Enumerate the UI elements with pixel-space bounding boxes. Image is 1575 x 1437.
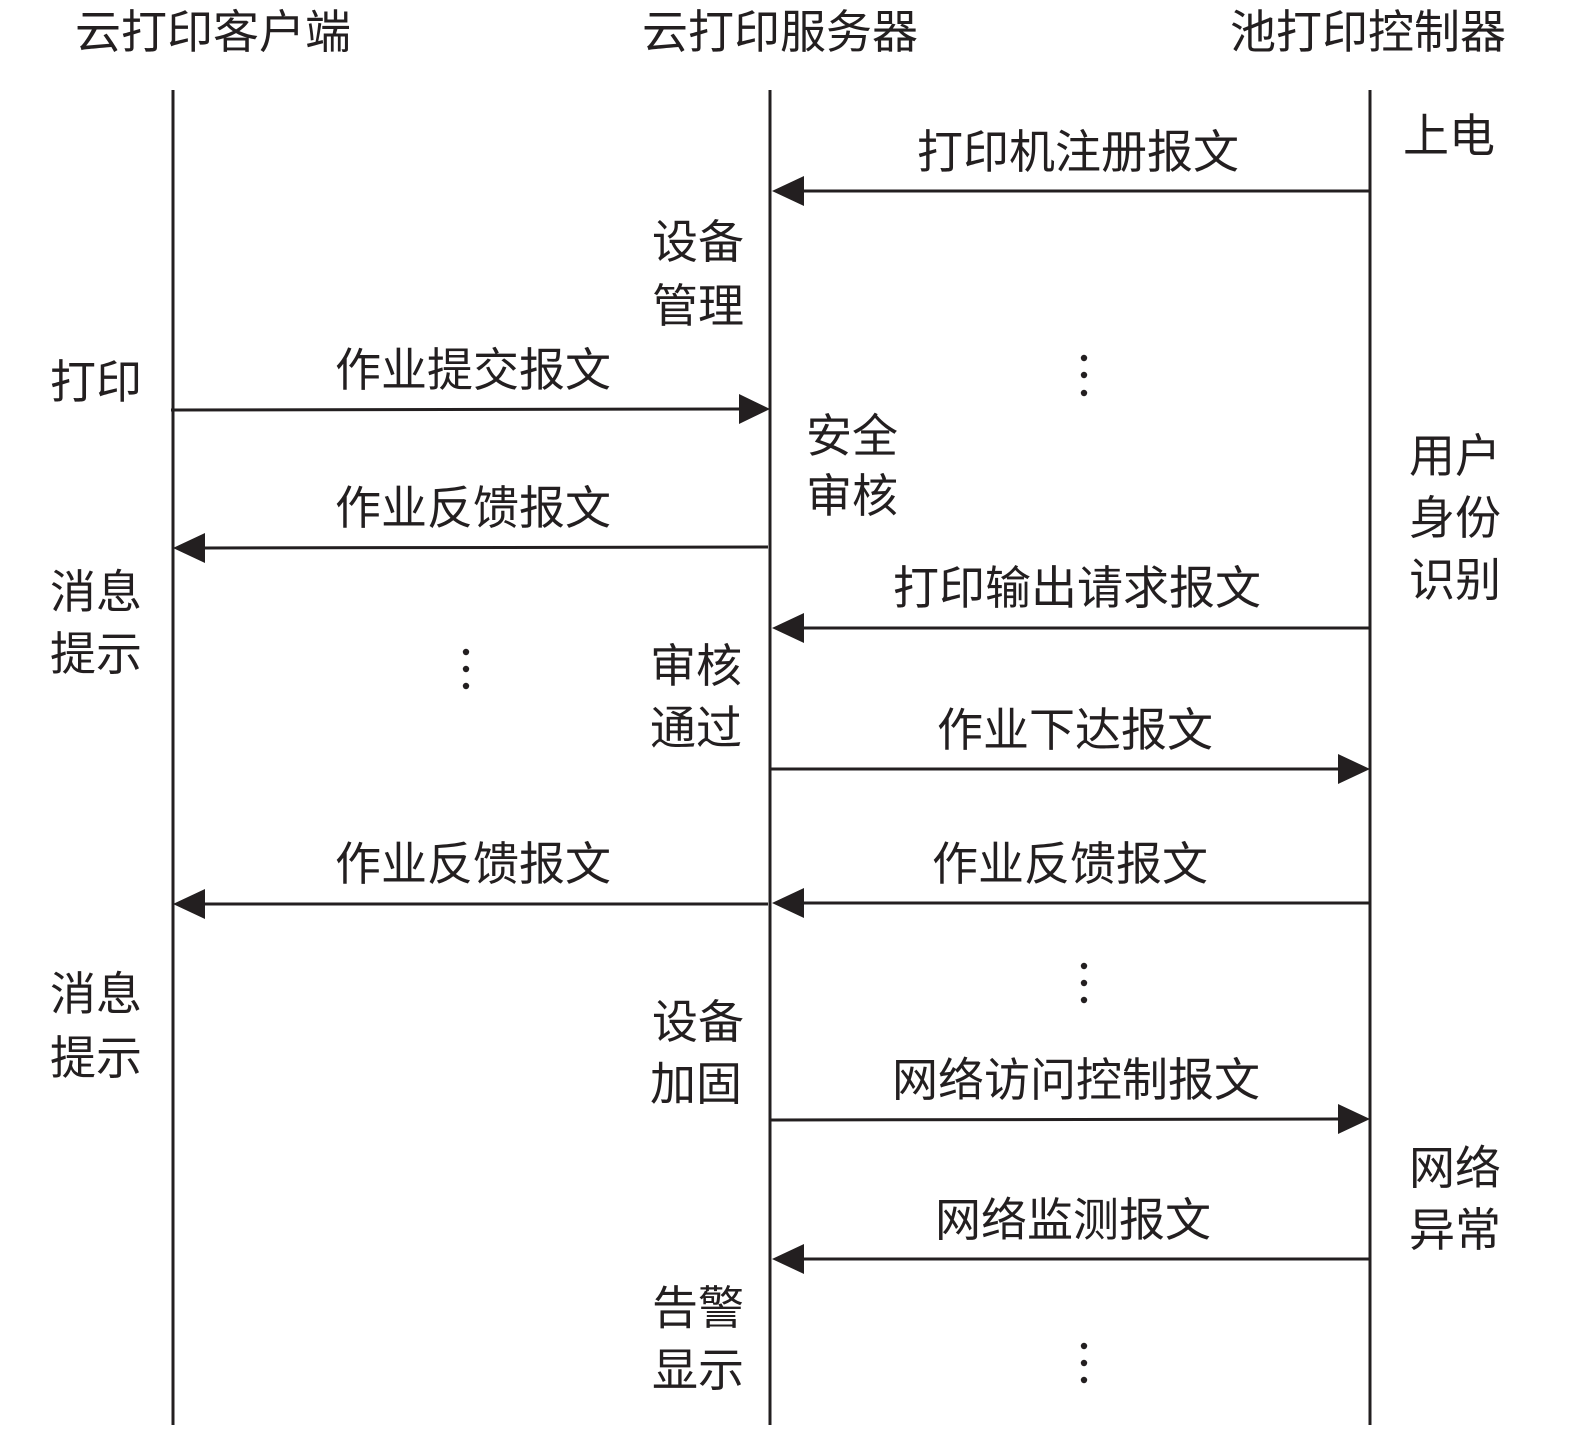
message-network-access-control: 网络访问控制报文: [769, 1053, 1370, 1134]
ellipsis-dot: [1080, 371, 1088, 379]
note-line: 提示: [50, 1031, 142, 1085]
message-job-dispatch: 作业下达报文: [770, 703, 1370, 784]
ellipsis-dot: [1080, 354, 1088, 362]
message-label: 作业下达报文: [937, 703, 1213, 757]
vertical-ellipsis-icon: [1080, 1342, 1088, 1384]
note-line: 提示: [50, 627, 142, 681]
arrowhead-left: [772, 1244, 804, 1274]
note-controller-network-error: 网络 异常: [1409, 1141, 1501, 1257]
note-line: 管理: [652, 279, 744, 333]
message-job-feedback-2: 作业反馈报文: [173, 837, 768, 919]
note-line: 加固: [650, 1057, 742, 1111]
ellipsis-dot: [1080, 979, 1088, 987]
arrowhead-left: [772, 888, 804, 918]
note-line: 异常: [1409, 1203, 1501, 1257]
arrowhead-right: [1338, 754, 1370, 784]
note-server-alarm-display: 告警 显示: [652, 1281, 744, 1397]
note-server-security-audit: 安全 审核: [806, 409, 898, 523]
ellipsis-dot: [1080, 1359, 1088, 1367]
note-client-message-prompt-1: 消息 提示: [50, 565, 142, 681]
message-print-output-request: 打印输出请求报文: [772, 561, 1369, 643]
note-line: 告警: [652, 1281, 744, 1335]
note-line: 安全: [806, 409, 898, 463]
note-line: 身份: [1409, 491, 1501, 545]
ellipsis-dot: [1080, 389, 1088, 397]
note-line: 审核: [650, 639, 742, 693]
message-job-submit: 作业提交报文: [170, 343, 770, 424]
participant-controller-title: 池打印控制器: [1230, 5, 1506, 59]
message-label: 网络监测报文: [935, 1193, 1211, 1247]
note-line: 审核: [806, 469, 898, 523]
ellipsis-dot: [1080, 962, 1088, 970]
note-controller-power-on: 上电: [1403, 109, 1495, 163]
note-client-message-prompt-2: 消息 提示: [50, 967, 142, 1085]
ellipsis-dot: [462, 682, 470, 690]
note-controller-user-identity: 用户 身份 识别: [1409, 429, 1501, 607]
ellipsis-dot: [1080, 1376, 1088, 1384]
note-line: 通过: [650, 701, 742, 755]
message-line: [202, 545, 769, 550]
message-line: [170, 407, 743, 412]
message-label: 打印输出请求报文: [893, 561, 1261, 615]
ellipsis-dot: [1080, 1342, 1088, 1350]
note-line: 网络: [1409, 1141, 1501, 1195]
arrowhead-left: [173, 889, 205, 919]
note-server-device-hardening: 设备 加固: [650, 995, 744, 1111]
participant-server-title: 云打印服务器: [642, 5, 918, 59]
message-label: 作业反馈报文: [335, 837, 611, 891]
note-line: 消息: [50, 565, 142, 619]
vertical-ellipsis-icon: [462, 648, 470, 690]
message-printer-register: 打印机注册报文: [772, 125, 1369, 206]
note-line: 识别: [1409, 553, 1501, 607]
note-server-audit-passed: 审核 通过: [650, 639, 742, 755]
note-client-print: 打印: [50, 355, 142, 409]
message-job-feedback-1: 作业反馈报文: [173, 481, 769, 563]
ellipsis-dot: [462, 648, 470, 656]
participant-client-title: 云打印客户端: [75, 5, 351, 59]
message-label: 打印机注册报文: [917, 125, 1239, 179]
note-line: 用户: [1409, 429, 1501, 483]
message-label: 作业反馈报文: [932, 837, 1208, 891]
ellipsis-dot: [1080, 996, 1088, 1004]
ellipsis-dot: [462, 665, 470, 673]
message-network-monitor: 网络监测报文: [772, 1193, 1369, 1274]
note-server-device-management: 设备 管理: [652, 215, 744, 333]
arrowhead-right: [739, 394, 770, 424]
message-label: 作业提交报文: [335, 343, 611, 397]
vertical-ellipsis-icon: [1080, 354, 1088, 397]
message-line: [769, 1117, 1341, 1122]
vertical-ellipsis-icon: [1080, 962, 1088, 1004]
arrowhead-left: [772, 176, 804, 206]
note-line: 显示: [652, 1343, 744, 1397]
arrowhead-right: [1338, 1104, 1370, 1134]
note-line: 设备: [652, 215, 744, 269]
message-label: 作业反馈报文: [335, 481, 611, 535]
note-line: 设备: [652, 995, 744, 1049]
message-job-feedback-3: 作业反馈报文: [772, 837, 1369, 918]
arrowhead-left: [173, 533, 205, 563]
note-line: 消息: [50, 967, 142, 1021]
arrowhead-left: [772, 613, 804, 643]
message-label: 网络访问控制报文: [892, 1053, 1260, 1107]
